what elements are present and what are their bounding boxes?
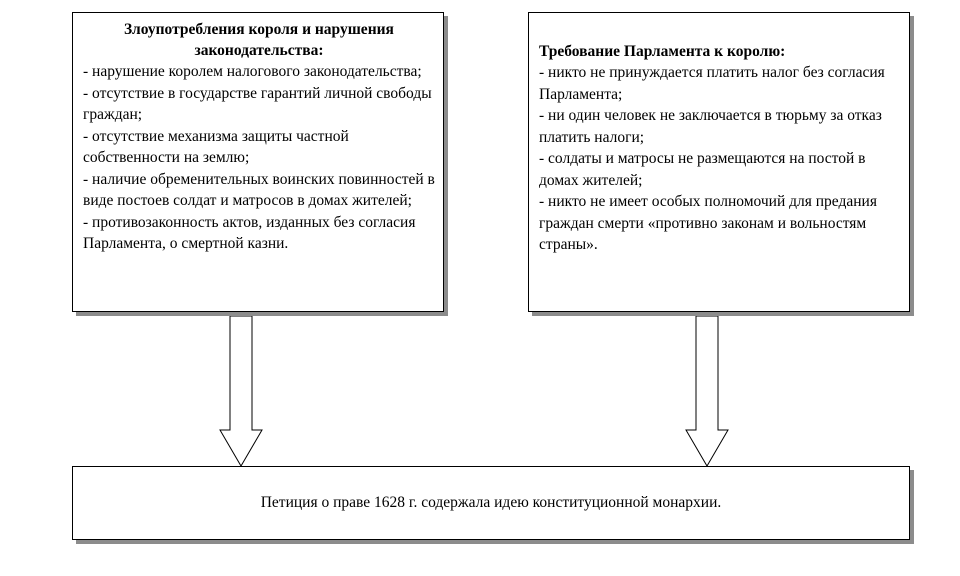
conclusion-box: Петиция о праве 1628 г. содержала идею к… [72, 466, 910, 540]
conclusion-text: Петиция о праве 1628 г. содержала идею к… [260, 494, 722, 511]
parliament-demands-title: Требование Парламента к королю: [539, 43, 786, 60]
list-item: - никто не принуждается платить налог бе… [539, 64, 885, 103]
list-item: - отсутствие механизма защиты частной со… [83, 127, 349, 167]
king-abuses-list: - нарушение королем налогового законодат… [83, 61, 435, 255]
list-item: - солдаты и матросы не размещаются на по… [539, 150, 866, 189]
parliament-demands-box: Требование Парламента к королю: - никто … [528, 12, 910, 312]
parliament-demands-list: - никто не принуждается платить налог бе… [539, 62, 901, 256]
list-item: - ни один человек не заключается в тюрьм… [539, 107, 882, 146]
king-abuses-title: Злоупотребления короля и нарушения закон… [124, 21, 394, 59]
list-item: - нарушение королем налогового законодат… [83, 63, 422, 80]
right-down-arrow [685, 315, 729, 467]
list-item: - противозаконность актов, изданных без … [83, 213, 416, 253]
left-down-arrow [219, 315, 263, 467]
king-abuses-box: Злоупотребления короля и нарушения закон… [72, 12, 444, 312]
list-item: - наличие обременительных воинских повин… [83, 170, 435, 210]
list-item: - никто не имеет особых полномочий для п… [539, 193, 877, 253]
list-item: - отсутствие в государстве гарантий личн… [83, 84, 432, 124]
